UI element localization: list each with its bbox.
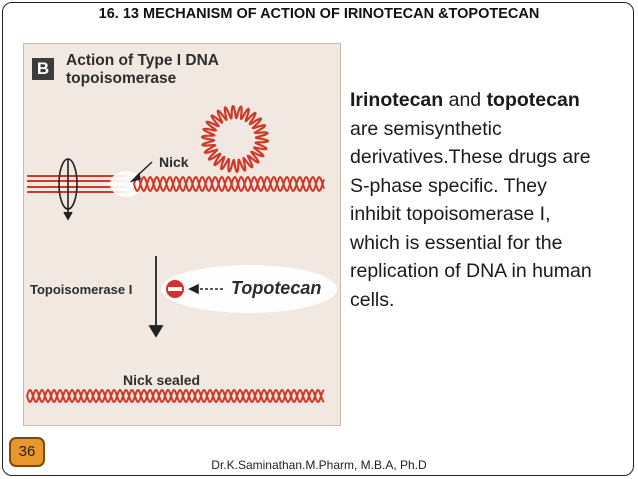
body-paragraph: Irinotecan and topotecan are semisynthet…: [350, 86, 600, 314]
figure-drawing: [26, 104, 337, 404]
page-number-badge: 36: [9, 437, 45, 467]
figure-tag: B: [32, 58, 54, 80]
nick-glow: [110, 171, 142, 197]
body-text-1: and: [443, 89, 487, 111]
slide-title: 16. 13 MECHANISM OF ACTION OF IRINOTECAN…: [98, 6, 540, 22]
body-text-2: are semisynthetic derivatives.These drug…: [350, 117, 592, 311]
down-arrow-icon: [148, 256, 164, 338]
left-arrow-icon: [188, 283, 225, 295]
label-nick: Nick: [159, 154, 189, 170]
label-nick-sealed: Nick sealed: [123, 372, 201, 388]
dna-bottom-sealed: [26, 388, 325, 404]
drug-name-topotecan: topotecan: [486, 89, 580, 111]
drug-oval: [161, 265, 337, 313]
figure-heading-line1: Action of Type I DNA: [66, 52, 219, 69]
label-topotecan: Topotecan: [231, 278, 322, 298]
rotation-arrow-icon: [58, 158, 78, 221]
label-topoisomerase: Topoisomerase I: [30, 282, 133, 297]
inhibit-icon: [164, 278, 186, 300]
dna-top-right-helix: [133, 175, 325, 193]
figure-panel: B Action of Type I DNA topoisomerase Nic…: [23, 43, 341, 426]
figure-heading: Action of Type I DNA topoisomerase: [66, 52, 219, 88]
figure-heading-line2: topoisomerase: [66, 70, 177, 87]
supercoil-loop: [201, 104, 269, 174]
nick-pointer: [129, 161, 153, 183]
footer-author: Dr.K.Saminathan.M.Pharm, M.B.A, Ph.D: [211, 458, 427, 472]
drug-name-irinotecan: Irinotecan: [350, 89, 444, 111]
